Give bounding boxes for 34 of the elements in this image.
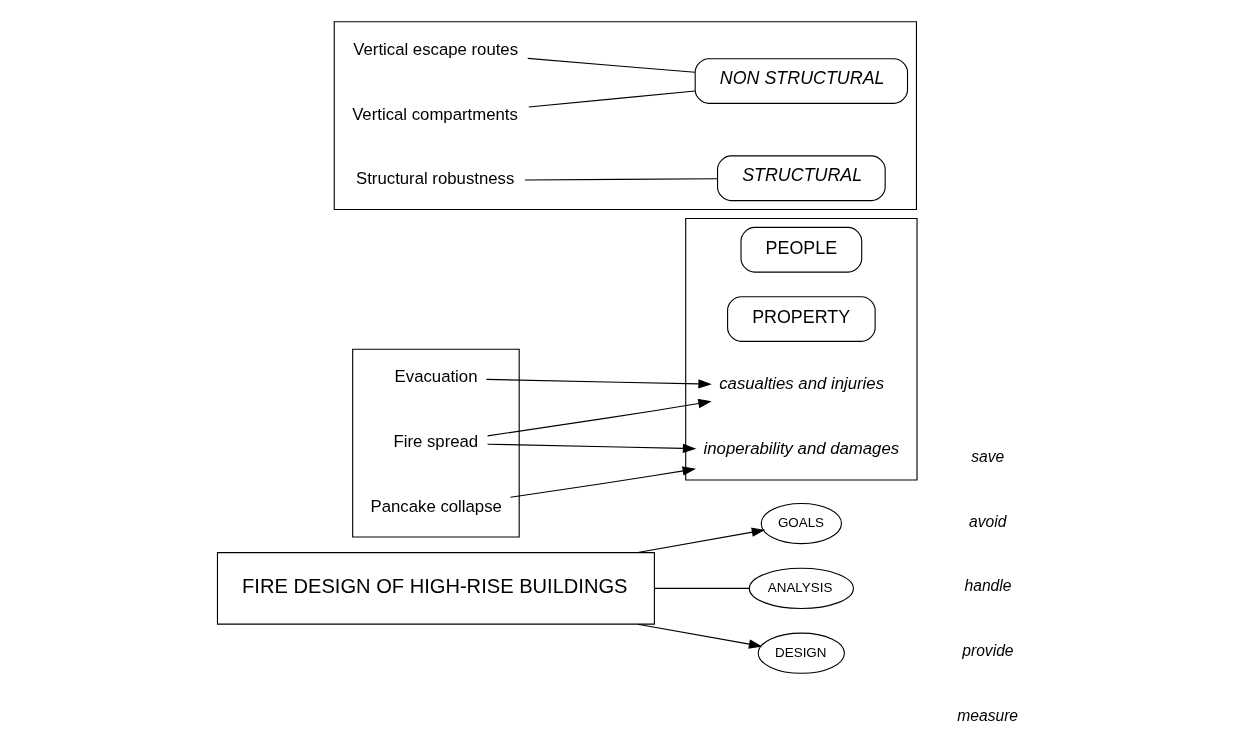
node-text: Structural robustness: [356, 169, 515, 189]
connector: [527, 57, 696, 73]
node-text: Evacuation: [394, 367, 478, 387]
node-ellipse: GOALS: [760, 502, 843, 545]
node-ellipse: ANALYSIS: [748, 567, 854, 610]
connector: [654, 587, 750, 589]
connector: [528, 90, 696, 108]
label: avoid: [968, 512, 1007, 530]
node-box: FIRE DESIGN OF HIGH-RISE BUILDINGS: [216, 552, 655, 625]
node-box: PROPERTY: [727, 296, 876, 342]
node-text: Pancake collapse: [370, 496, 502, 516]
node-text: Vertical escape routes: [353, 39, 519, 59]
arrow: [485, 378, 712, 389]
connector: [524, 178, 719, 181]
label: measure: [957, 707, 1019, 725]
label: save: [971, 447, 1005, 465]
arrow: [487, 443, 697, 454]
cluster: [352, 348, 520, 538]
arrow: [487, 398, 712, 437]
arrow: [637, 623, 763, 649]
node-text: Vertical compartments: [352, 104, 518, 124]
arrow: [510, 466, 697, 498]
node-text: Fire spread: [393, 432, 479, 452]
label: provide: [962, 642, 1014, 660]
cluster: [333, 21, 917, 211]
node-ellipse: DESIGN: [757, 632, 845, 674]
arrow: [637, 527, 766, 554]
node-text: inoperability and damages: [703, 438, 900, 458]
cluster: [685, 217, 918, 481]
node-box: NON STRUCTURAL: [694, 58, 909, 104]
node-box: PEOPLE: [740, 226, 863, 273]
node-text: casualties and injuries: [719, 373, 885, 393]
node-box: STRUCTURAL: [717, 155, 886, 202]
label: handle: [964, 577, 1012, 595]
